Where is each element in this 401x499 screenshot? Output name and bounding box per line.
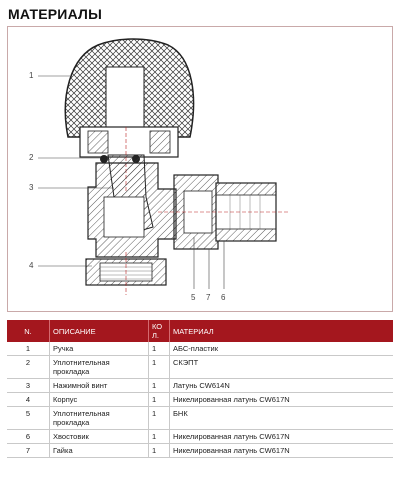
callout-5: 5: [191, 293, 196, 302]
row-description-line: Гайка: [53, 446, 73, 455]
row-description: Нажимной винт: [49, 378, 149, 393]
row-description-line: прокладка: [53, 418, 90, 427]
row-material: СКЭПТ: [169, 355, 393, 379]
row-description: Ручка: [49, 342, 149, 356]
row-quantity: 1: [148, 378, 170, 393]
row-number: 7: [7, 443, 50, 458]
row-description-line: Ручка: [53, 344, 74, 353]
row-description: Хвостовик: [49, 429, 149, 444]
row-quantity: 1: [148, 392, 170, 407]
callout-3: 3: [29, 183, 34, 192]
row-quantity: 1: [148, 443, 170, 458]
callout-2: 2: [29, 153, 34, 162]
row-description-line: Хвостовик: [53, 432, 89, 441]
header-quantity: КО Л.: [148, 320, 170, 342]
header-description: ОПИСАНИЕ: [49, 320, 149, 342]
header-quantity-line1: КО: [152, 322, 163, 331]
row-material: Латунь CW614N: [169, 378, 393, 393]
row-material: Никелированная латунь CW617N: [169, 443, 393, 458]
row-number: 5: [7, 406, 50, 430]
header-num: N.: [7, 320, 50, 342]
header-material: МАТЕРИАЛ: [169, 320, 393, 342]
valve-drawing-frame: 1 2 3 4 5 7 6: [7, 26, 393, 312]
row-quantity: 1: [148, 429, 170, 444]
callout-7: 7: [206, 293, 211, 302]
row-description-line: Нажимной винт: [53, 381, 108, 390]
page-title: МАТЕРИАЛЫ: [8, 6, 102, 22]
callout-6: 6: [221, 293, 226, 302]
row-material: Никелированная латунь CW617N: [169, 392, 393, 407]
handle-inner: [105, 66, 145, 128]
row-description: Корпус: [49, 392, 149, 407]
row-number: 4: [7, 392, 50, 407]
row-material: Никелированная латунь CW617N: [169, 429, 393, 444]
row-number: 2: [7, 355, 50, 379]
o-ring-left: [100, 155, 108, 163]
valve-cross-section-drawing: [38, 38, 288, 295]
row-number: 6: [7, 429, 50, 444]
row-material: АБС-пластик: [169, 342, 393, 356]
callout-1: 1: [29, 71, 34, 80]
row-description-line: Корпус: [53, 395, 78, 404]
row-description: Гайка: [49, 443, 149, 458]
row-quantity: 1: [148, 342, 170, 356]
row-quantity: 1: [148, 406, 170, 430]
row-description-line: Уплотнительная: [53, 358, 110, 367]
row-number: 1: [7, 342, 50, 356]
row-number: 3: [7, 378, 50, 393]
row-material: БНК: [169, 406, 393, 430]
header-quantity-line2: Л.: [152, 331, 160, 340]
row-description-line: прокладка: [53, 367, 90, 376]
callout-4: 4: [29, 261, 34, 270]
row-description-line: Уплотнительная: [53, 409, 110, 418]
table-header-row: N. ОПИСАНИЕ КО Л. МАТЕРИАЛ: [7, 320, 393, 342]
row-quantity: 1: [148, 355, 170, 379]
